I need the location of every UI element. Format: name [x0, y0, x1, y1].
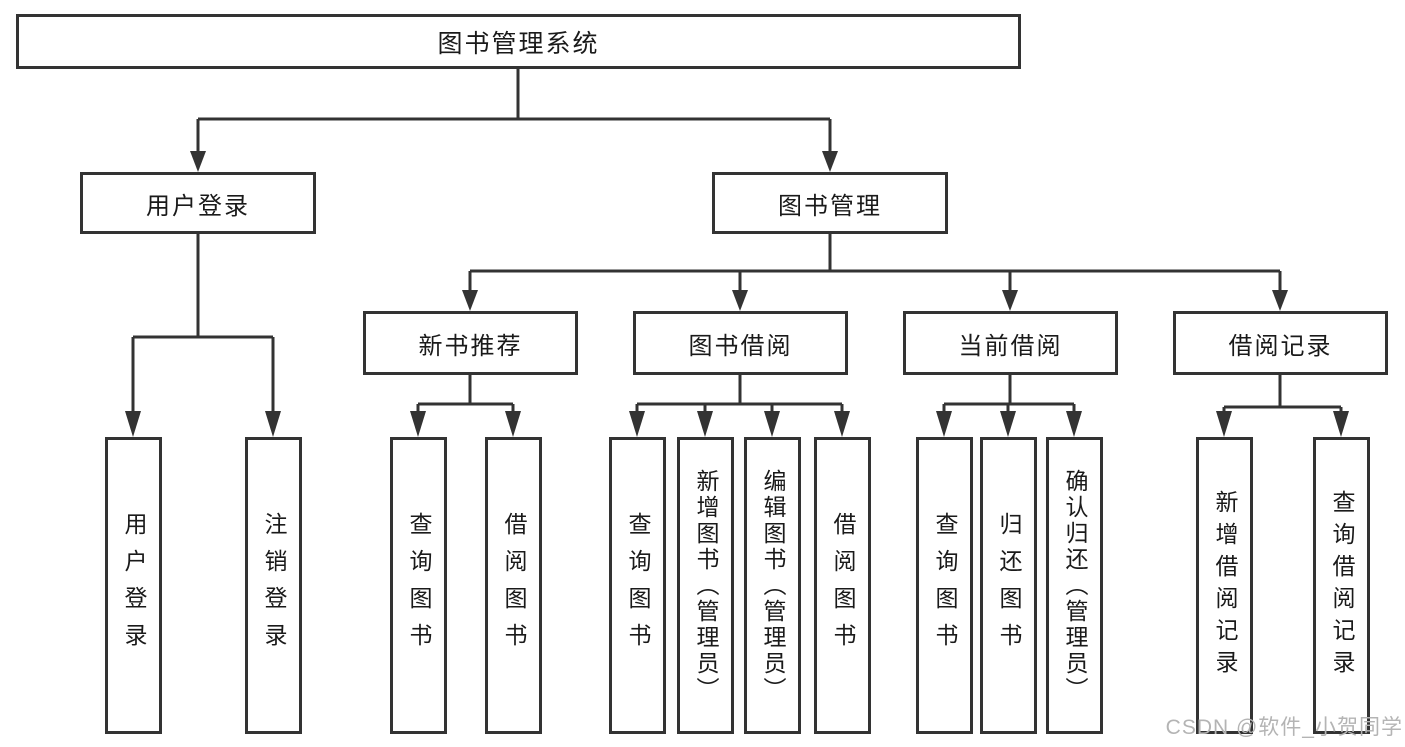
leaf-records-query: 查询借阅记录	[1313, 437, 1370, 734]
node-new-book-recommend: 新书推荐	[363, 311, 578, 375]
node-book-management: 图书管理	[712, 172, 948, 234]
node-current-borrow: 当前借阅	[903, 311, 1118, 375]
leaf-records-add: 新增借阅记录	[1196, 437, 1253, 734]
leaf-current-confirm-admin: 确认归还（管理员）	[1046, 437, 1103, 734]
csdn-watermark: CSDN @软件_小贺同学	[1165, 716, 1403, 739]
leaf-newbooks-query: 查询图书	[390, 437, 447, 734]
leaf-current-return: 归还图书	[980, 437, 1037, 734]
node-book-borrow: 图书借阅	[633, 311, 848, 375]
leaf-borrow-query: 查询图书	[609, 437, 666, 734]
leaf-borrow-add-admin: 新增图书（管理员）	[677, 437, 734, 734]
leaf-current-query: 查询图书	[916, 437, 973, 734]
node-root: 图书管理系统	[16, 14, 1021, 69]
leaf-newbooks-borrow: 借阅图书	[485, 437, 542, 734]
node-user-login: 用户登录	[80, 172, 316, 234]
leaf-borrow-edit-admin: 编辑图书（管理员）	[744, 437, 801, 734]
leaf-borrow-book: 借阅图书	[814, 437, 871, 734]
node-borrow-records: 借阅记录	[1173, 311, 1388, 375]
arrowheads	[125, 151, 1349, 437]
leaf-logout: 注销登录	[245, 437, 302, 734]
leaf-user-login: 用户登录	[105, 437, 162, 734]
